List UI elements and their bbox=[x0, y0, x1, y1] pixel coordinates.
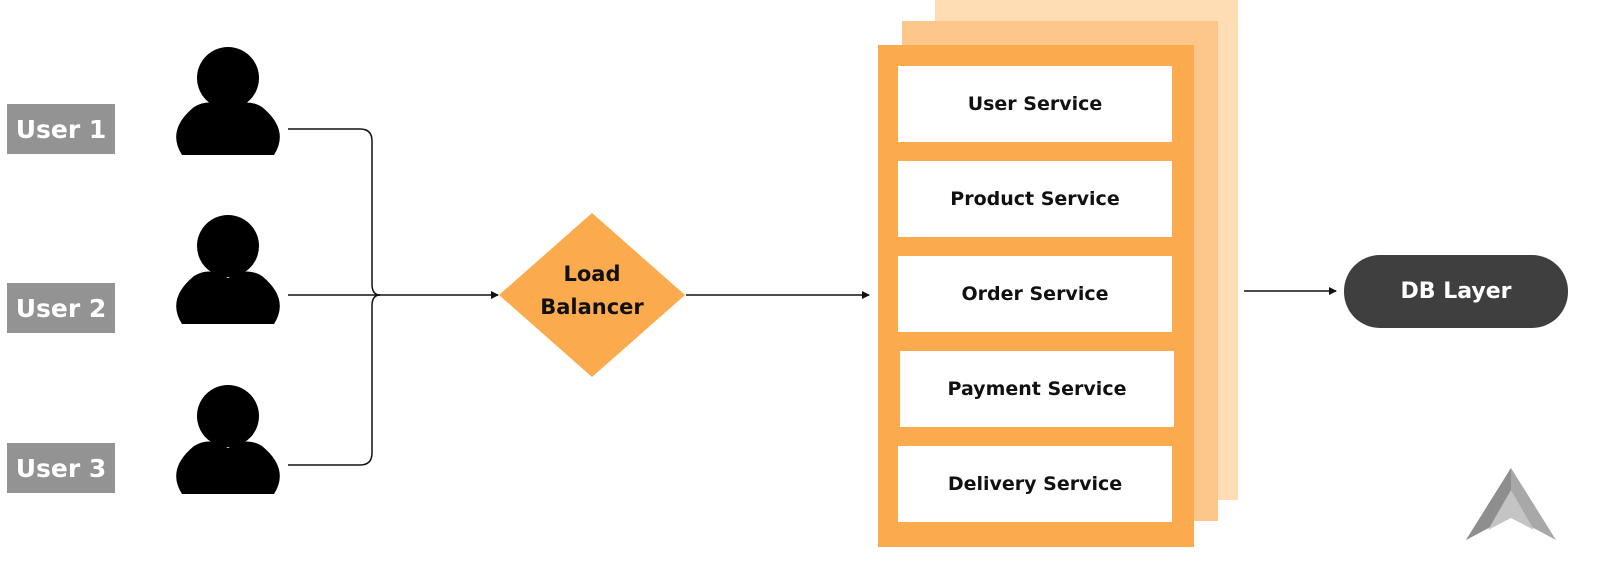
user-label-1: User 1 bbox=[15, 114, 107, 144]
db-layer-label: DB Layer bbox=[1400, 278, 1512, 304]
person-icon bbox=[176, 47, 280, 155]
service-card-delivery: Delivery Service bbox=[898, 446, 1172, 522]
user-connector bbox=[288, 128, 381, 466]
user-label-box-3 bbox=[7, 443, 115, 493]
user-label-box-1 bbox=[7, 104, 115, 154]
db-layer-pill bbox=[1344, 255, 1568, 328]
logo-icon bbox=[1466, 468, 1556, 540]
person-icon bbox=[176, 215, 280, 324]
person-icon bbox=[176, 385, 280, 494]
user-label-2: User 2 bbox=[15, 293, 107, 323]
load-balancer-label-line2: Balancer bbox=[540, 295, 644, 319]
load-balancer-label: Load Balancer bbox=[520, 258, 664, 324]
service-card-product: Product Service bbox=[898, 161, 1172, 237]
user-label-box-2 bbox=[7, 283, 115, 333]
service-card-user: User Service bbox=[898, 66, 1172, 142]
service-card-order: Order Service bbox=[898, 256, 1172, 332]
load-balancer-diamond bbox=[499, 213, 685, 377]
load-balancer-label-line1: Load bbox=[563, 262, 621, 286]
user-label-3: User 3 bbox=[15, 453, 107, 483]
service-card-payment: Payment Service bbox=[900, 351, 1174, 427]
